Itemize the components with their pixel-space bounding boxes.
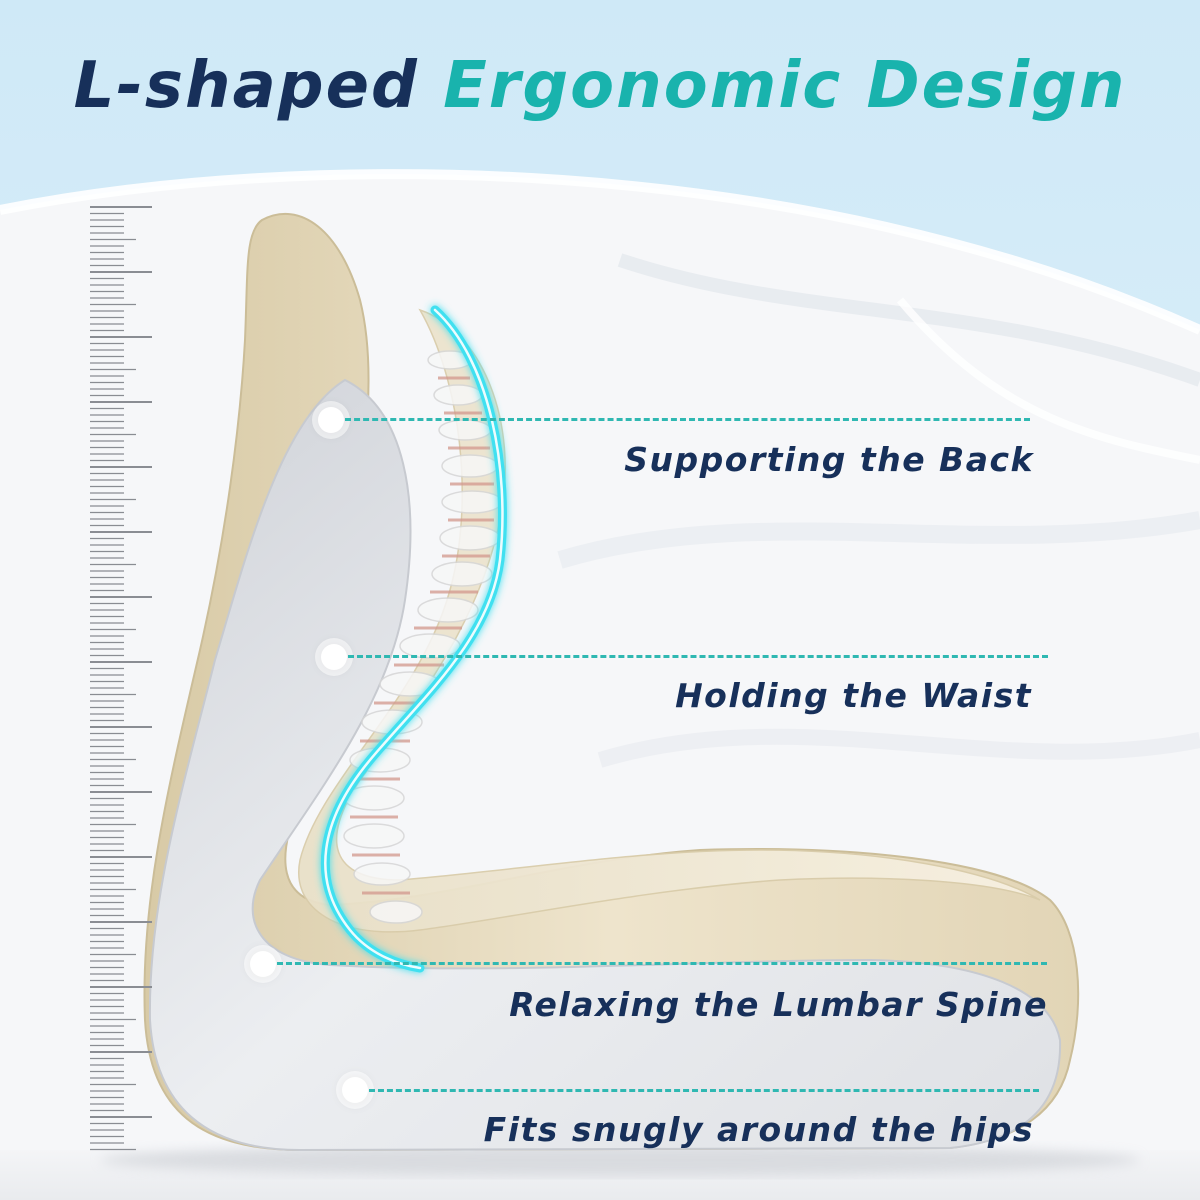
title-part-1: L-shaped bbox=[73, 49, 419, 123]
cushion-cover bbox=[148, 378, 1062, 1152]
title-part-2: Ergonomic Design bbox=[443, 49, 1127, 123]
page-title: L-shaped Ergonomic Design bbox=[0, 48, 1200, 125]
height-ruler bbox=[90, 206, 152, 1151]
